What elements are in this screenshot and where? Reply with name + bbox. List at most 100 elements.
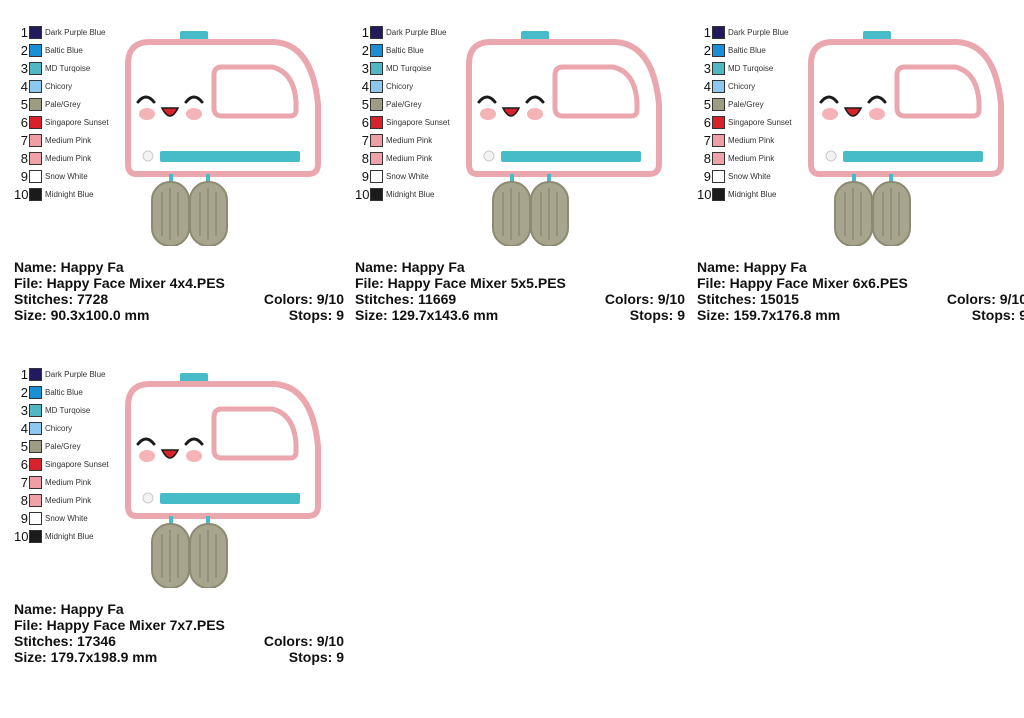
- left-cheek: [139, 108, 155, 120]
- left-eye: [136, 437, 156, 446]
- palette-number: 5: [20, 97, 28, 112]
- color-swatch: [712, 62, 725, 75]
- color-swatch: [370, 170, 383, 183]
- palette-row: 3 MD Turqoise: [697, 60, 807, 78]
- palette-row: 2 Baltic Blue: [355, 42, 465, 60]
- palette-color-name: Snow White: [45, 172, 88, 181]
- design-colors: Colors: 9/10: [263, 633, 344, 649]
- color-swatch: [712, 26, 725, 39]
- color-swatch: [29, 476, 42, 489]
- palette-color-name: MD Turqoise: [728, 64, 774, 73]
- palette-color-name: Baltic Blue: [386, 46, 424, 55]
- palette-color-name: MD Turqoise: [386, 64, 432, 73]
- palette-color-name: Pale/Grey: [728, 100, 764, 109]
- palette-number: 6: [20, 115, 28, 130]
- design-size: Size: 159.7x176.8 mm: [697, 307, 841, 323]
- color-swatch: [370, 134, 383, 147]
- palette-color-name: Dark Purple Blue: [45, 370, 106, 379]
- palette-number: 8: [20, 493, 28, 508]
- palette-row: 9 Snow White: [697, 168, 807, 186]
- palette-number: 6: [361, 115, 369, 130]
- palette-color-name: Pale/Grey: [45, 442, 81, 451]
- color-swatch: [29, 26, 42, 39]
- palette-number: 10: [697, 187, 712, 202]
- palette-color-name: Pale/Grey: [45, 100, 81, 109]
- palette-number: 9: [703, 169, 711, 184]
- palette-color-name: Snow White: [728, 172, 771, 181]
- palette-row: 10 Midnight Blue: [355, 186, 465, 204]
- design-size: Size: 179.7x198.9 mm: [14, 649, 158, 665]
- palette-number: 10: [355, 187, 370, 202]
- palette-color-name: Medium Pink: [45, 136, 92, 145]
- color-swatch: [29, 494, 42, 507]
- design-stitches: Stitches: 7728: [14, 291, 109, 307]
- design-name: Name: Happy Fa: [355, 259, 465, 275]
- palette-color-name: Baltic Blue: [45, 46, 83, 55]
- mixer-accent-stripe: [160, 493, 300, 504]
- palette-color-name: Midnight Blue: [45, 190, 94, 199]
- beater-lines: [844, 188, 900, 240]
- color-swatch: [29, 116, 42, 129]
- beater-lines: [502, 188, 558, 240]
- mixer-illustration: [808, 31, 1004, 246]
- palette-color-name: Midnight Blue: [386, 190, 435, 199]
- mouth: [843, 107, 863, 117]
- color-swatch: [29, 530, 42, 543]
- palette-number: 4: [20, 421, 28, 436]
- left-eye: [136, 95, 156, 104]
- design-size: Size: 90.3x100.0 mm: [14, 307, 150, 323]
- right-cheek: [869, 108, 885, 120]
- design-name: Name: Happy Fa: [14, 259, 124, 275]
- palette-color-name: Medium Pink: [386, 154, 433, 163]
- color-swatch: [370, 152, 383, 165]
- palette-number: 5: [20, 439, 28, 454]
- palette-number: 2: [361, 43, 369, 58]
- design-file: File: Happy Face Mixer 6x6.PES: [697, 275, 908, 291]
- palette-color-name: Chicory: [386, 82, 414, 91]
- left-eye: [477, 95, 497, 104]
- palette-color-name: Baltic Blue: [728, 46, 766, 55]
- palette-color-name: Snow White: [45, 514, 88, 523]
- beater-lines: [161, 530, 217, 582]
- mixer-handle-window: [552, 64, 640, 119]
- design-file: File: Happy Face Mixer 5x5.PES: [355, 275, 566, 291]
- palette-color-name: Medium Pink: [728, 136, 775, 145]
- color-swatch: [29, 188, 42, 201]
- left-cheek: [822, 108, 838, 120]
- right-cheek: [186, 450, 202, 462]
- color-swatch: [712, 44, 725, 57]
- color-swatch: [29, 404, 42, 417]
- mixer-button: [142, 492, 154, 504]
- palette-color-name: Medium Pink: [45, 154, 92, 163]
- palette-color-name: Chicory: [45, 82, 73, 91]
- right-eye: [184, 437, 204, 446]
- palette-color-name: Medium Pink: [45, 478, 92, 487]
- design-file: File: Happy Face Mixer 4x4.PES: [14, 275, 225, 291]
- color-swatch: [370, 116, 383, 129]
- design-stops: Stops: 9: [288, 307, 344, 323]
- palette-color-name: Pale/Grey: [386, 100, 422, 109]
- mixer-handle-window: [211, 64, 299, 119]
- color-swatch: [370, 80, 383, 93]
- right-eye: [867, 95, 887, 104]
- palette-number: 1: [361, 25, 369, 40]
- palette-number: 3: [361, 61, 369, 76]
- palette-number: 3: [703, 61, 711, 76]
- color-swatch: [370, 62, 383, 75]
